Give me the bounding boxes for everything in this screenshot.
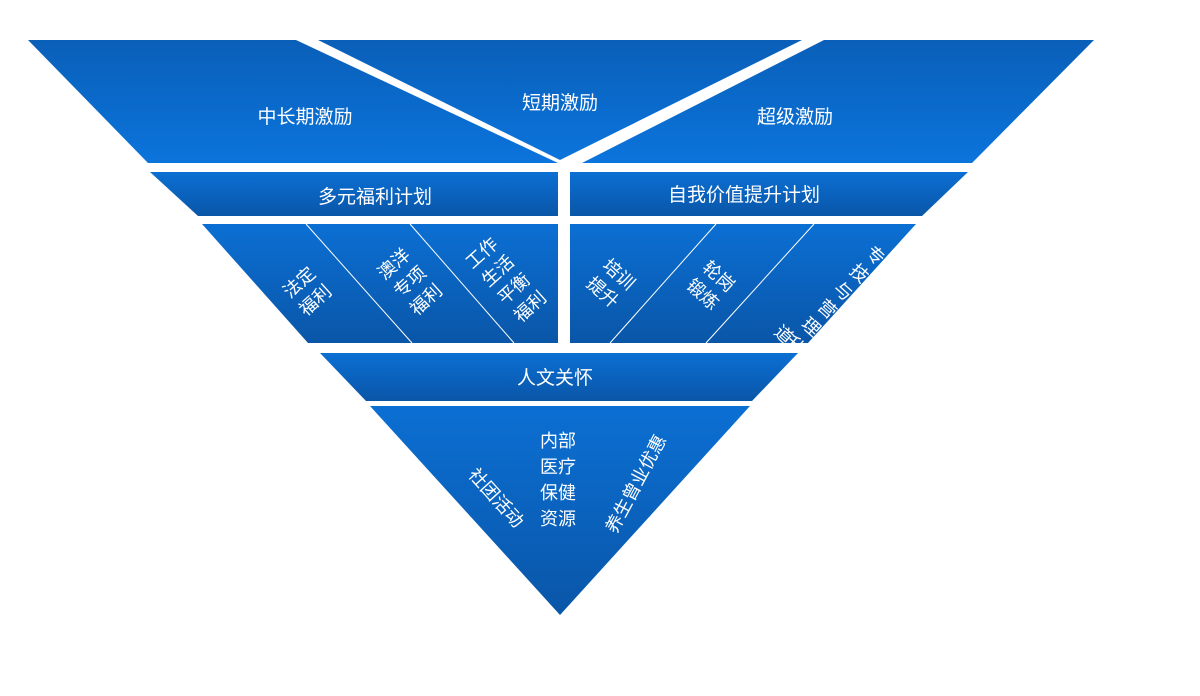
band-humanistic-care [320,353,798,401]
label-super-incentive: 超级激励 [757,106,833,128]
band-self-value-plan [570,172,968,216]
divider-line [305,223,413,344]
label-humanistic-care: 人文关怀 [517,367,593,389]
label-career-path: 专业 技术 与经 营管 理晋 升通 道 [770,242,902,371]
divider-line [705,223,815,344]
segment-super-incentive [582,40,1094,163]
block-benefits-items [202,224,558,343]
block-growth-items [570,224,916,343]
label-long-term-incentive: 中长期激励 [257,106,352,128]
svg-text:内部: 内部 [540,431,576,452]
svg-text:医疗: 医疗 [540,457,576,478]
label-medical-resources: 内部 医疗 保健 资源 [540,431,576,530]
label-self-value-plan: 自我价值提升计划 [668,184,820,206]
block-care-items [370,406,750,615]
segment-short-term-incentive [318,40,802,160]
divider-line [609,223,717,344]
divider-line [409,223,515,344]
label-short-term-incentive: 短期激励 [522,92,598,114]
segment-long-term-incentive [28,40,558,163]
label-benefits-plan: 多元福利计划 [318,186,432,208]
band-benefits-plan [150,172,558,216]
svg-text:资源: 资源 [540,509,576,530]
svg-text:保健: 保健 [540,483,576,504]
